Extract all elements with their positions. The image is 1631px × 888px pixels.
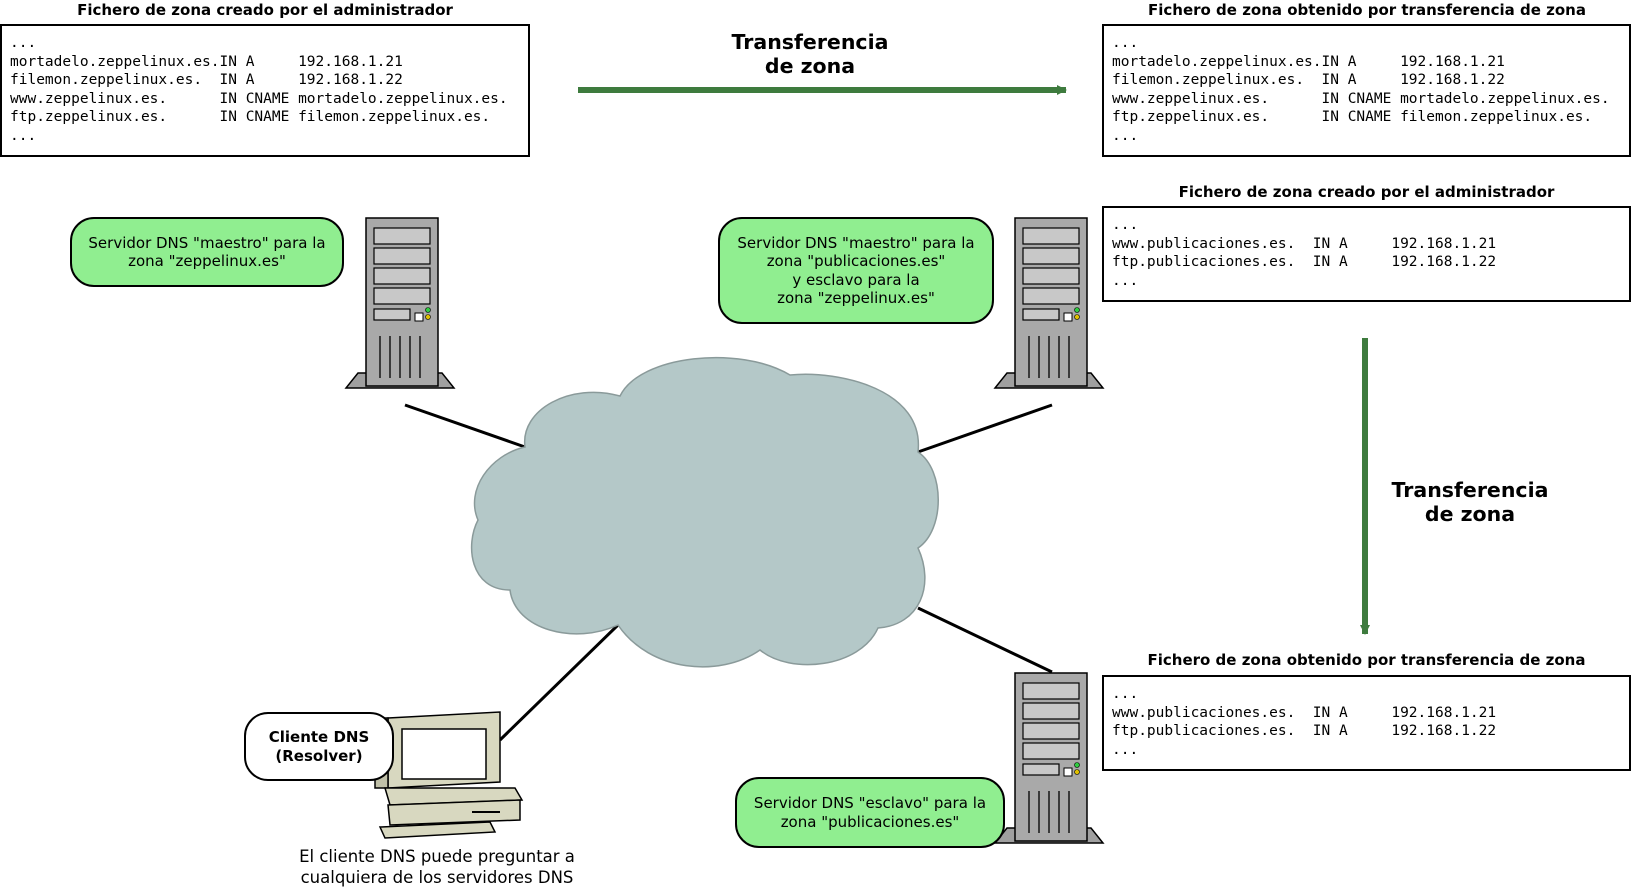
bubble-master-zeppelinux: Servidor DNS "maestro" para la zona "zep…: [70, 217, 344, 287]
network-cloud-icon: [470, 356, 939, 668]
transfer-label-horizontal: Transferencia de zona: [710, 30, 910, 78]
zone-line: mortadelo.zeppelinux.es.IN A 192.168.1.2…: [1112, 53, 1505, 70]
zone-line: filemon.zeppelinux.es. IN A 192.168.1.22: [10, 72, 403, 88]
bubble-line: Servidor DNS "maestro" para la: [737, 233, 975, 252]
zone-title-transfer-publicaciones: Fichero de zona obtenido por transferenc…: [1147, 651, 1586, 669]
zone-line: ...: [10, 35, 37, 51]
desktop-computer-icon: [374, 711, 524, 839]
zone-line: filemon.zeppelinux.es. IN A 192.168.1.22: [1112, 72, 1505, 88]
zone-title-transfer-zeppelinux: Fichero de zona obtenido por transferenc…: [1148, 1, 1586, 19]
zone-line: ...: [1112, 272, 1139, 289]
zone-line: ftp.zeppelinux.es. IN CNAME filemon.zepp…: [1112, 109, 1593, 125]
zone-title-admin-publicaciones: Fichero de zona creado por el administra…: [1178, 183, 1555, 201]
link-master-publicaciones: [917, 403, 1053, 454]
server-tower-icon: [345, 217, 455, 389]
caption-line: cualquiera de los servidores DNS: [300, 868, 574, 887]
client-caption: El cliente DNS puede preguntar a cualqui…: [262, 846, 612, 888]
transfer-label-line: de zona: [764, 54, 856, 78]
zone-file-admin-zeppelinux: ... mortadelo.zeppelinux.es.IN A 192.168…: [0, 24, 530, 157]
bubble-line: y esclavo para la: [792, 270, 920, 289]
bubble-line: Cliente DNS: [268, 728, 370, 746]
zone-line: ftp.zeppelinux.es. IN CNAME filemon.zepp…: [10, 109, 491, 125]
bubble-line: Servidor DNS "esclavo" para la: [753, 794, 987, 812]
zone-line: ...: [1112, 217, 1139, 233]
zone-line: ...: [1112, 686, 1139, 702]
server-tower-icon: [994, 672, 1104, 844]
zone-line: ftp.publicaciones.es. IN A 192.168.1.22: [1112, 723, 1497, 739]
link-client: [498, 623, 620, 742]
zone-line: ftp.publicaciones.es. IN A 192.168.1.22: [1112, 254, 1497, 270]
bubble-line: zona "zeppelinux.es": [128, 252, 286, 270]
zone-file-admin-publicaciones: ... www.publicaciones.es. IN A 192.168.1…: [1102, 206, 1631, 302]
transfer-label-line: de zona: [1424, 502, 1516, 526]
bubble-line: (Resolver): [275, 746, 363, 765]
bubble-master-publicaciones: Servidor DNS "maestro" para la zona "pub…: [718, 217, 994, 324]
transfer-label-line: Transferencia: [1391, 478, 1549, 502]
zone-line: ...: [1112, 741, 1139, 758]
transfer-label-line: Transferencia: [731, 30, 889, 54]
bubble-line: zona "zeppelinux.es": [777, 289, 935, 307]
zone-line: www.zeppelinux.es. IN CNAME mortadelo.ze…: [1112, 90, 1610, 107]
zone-line: ...: [10, 127, 37, 144]
bubble-client: Cliente DNS (Resolver): [244, 712, 394, 781]
zone-file-transfer-publicaciones: ... www.publicaciones.es. IN A 192.168.1…: [1102, 675, 1631, 771]
bubble-line: Servidor DNS "maestro" para la: [88, 233, 326, 252]
zone-line: ...: [1112, 127, 1139, 144]
link-slave-publicaciones: [917, 606, 1053, 674]
transfer-label-vertical: Transferencia de zona: [1370, 478, 1570, 526]
bubble-line: zona "publicaciones.es": [766, 252, 946, 270]
bubble-slave-publicaciones: Servidor DNS "esclavo" para la zona "pub…: [735, 777, 1005, 848]
zone-line: ...: [1112, 35, 1139, 51]
zone-line: www.zeppelinux.es. IN CNAME mortadelo.ze…: [10, 90, 508, 107]
zone-line: mortadelo.zeppelinux.es.IN A 192.168.1.2…: [10, 53, 403, 70]
zone-file-transfer-zeppelinux: ... mortadelo.zeppelinux.es.IN A 192.168…: [1102, 24, 1631, 157]
caption-line: El cliente DNS puede preguntar a: [299, 847, 575, 866]
zone-title-admin-zeppelinux: Fichero de zona creado por el administra…: [77, 1, 453, 19]
bubble-line: zona "publicaciones.es": [780, 812, 960, 831]
zone-line: www.publicaciones.es. IN A 192.168.1.21: [1112, 704, 1497, 721]
server-tower-icon: [994, 217, 1104, 389]
zone-line: www.publicaciones.es. IN A 192.168.1.21: [1112, 235, 1497, 252]
link-master-zeppelinux: [404, 403, 526, 449]
